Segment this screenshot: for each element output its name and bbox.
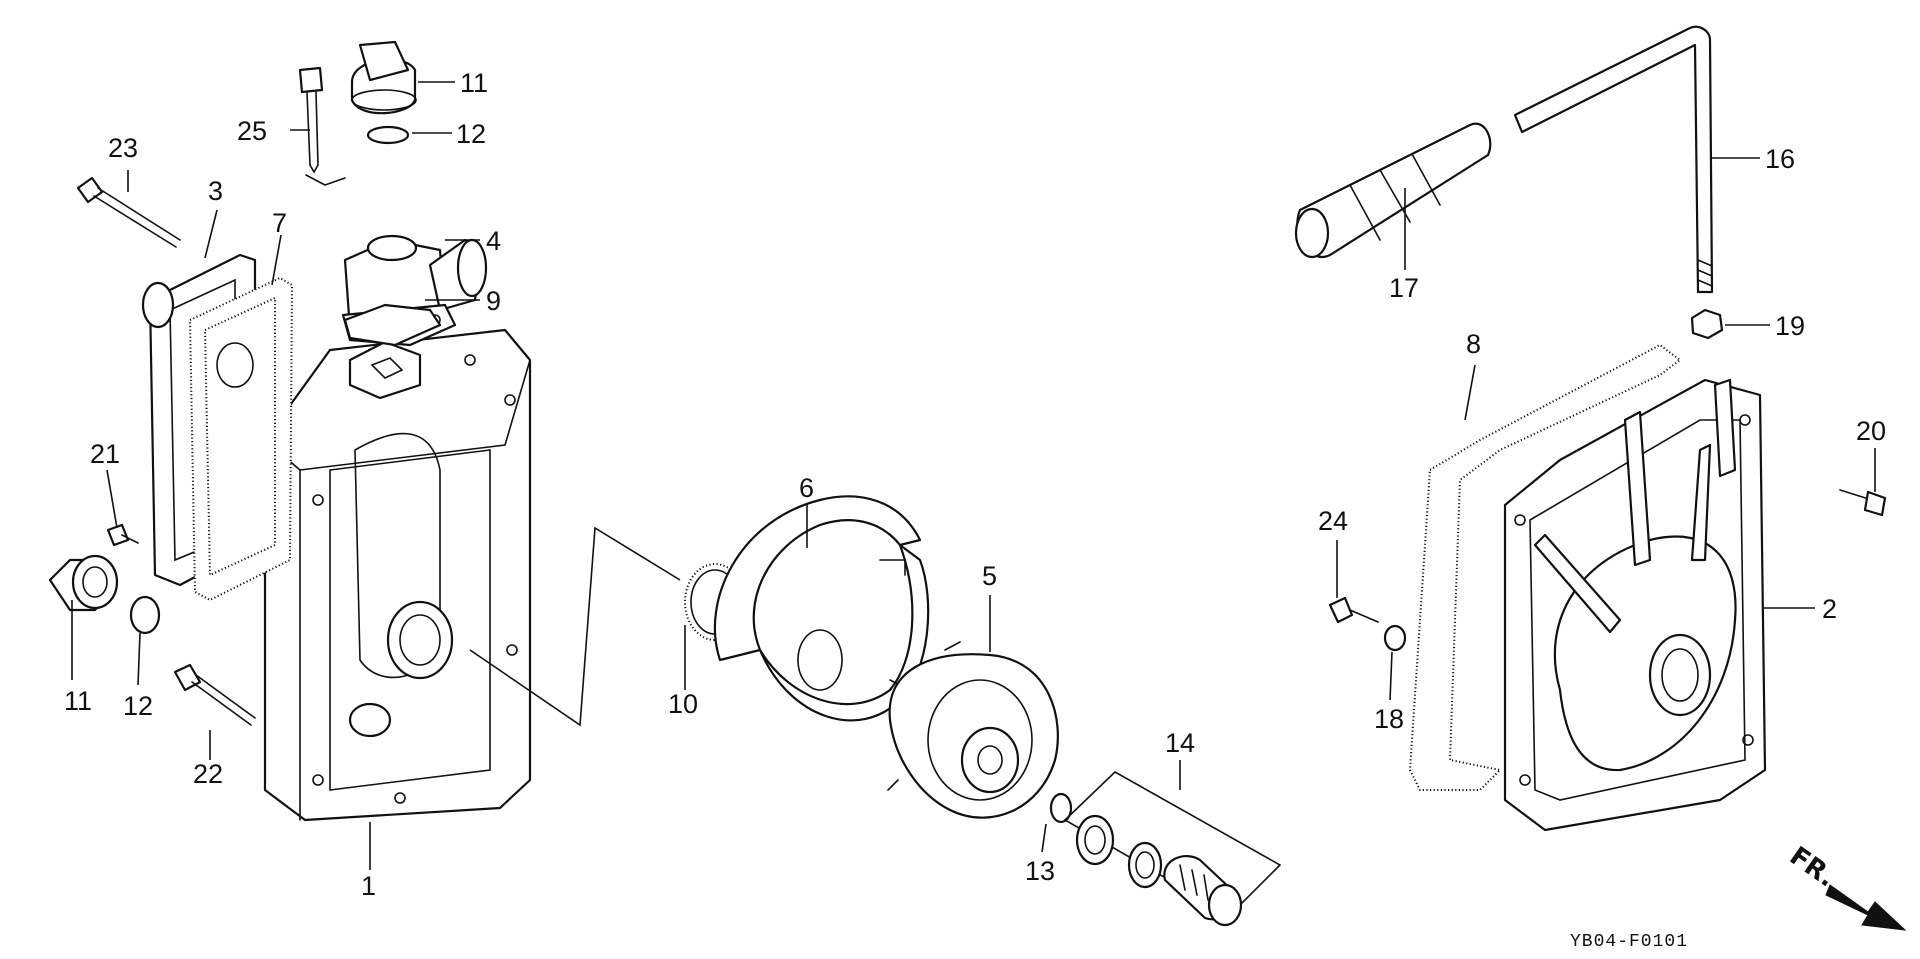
callout-11a: 11 (460, 68, 488, 98)
front-direction-marker: FR. (1784, 841, 1907, 931)
washer-18 (1383, 624, 1407, 652)
nut-19 (1690, 308, 1724, 340)
callout-25: 25 (237, 116, 267, 146)
callout-14: 14 (1165, 728, 1195, 758)
handle-rod (1513, 25, 1714, 294)
front-arrow-icon (1825, 884, 1907, 931)
callout-3: 3 (208, 176, 223, 206)
handle-grip (1294, 122, 1492, 259)
fitting-gasket (343, 303, 442, 347)
impeller (887, 641, 1059, 819)
o-ring-top (366, 125, 410, 145)
pump-cover (1503, 378, 1767, 832)
callout-10: 10 (668, 689, 698, 719)
gasket-port (216, 342, 254, 388)
callout-21: 21 (90, 439, 120, 469)
callout-11b: 11 (64, 686, 92, 716)
callout-12b: 12 (123, 691, 153, 721)
callout-20: 20 (1856, 416, 1886, 446)
callout-23: 23 (108, 133, 138, 163)
callout-18: 18 (1374, 704, 1404, 734)
bolt-24 (1328, 596, 1379, 624)
callout-4: 4 (486, 226, 501, 256)
fill-cap-top (350, 40, 417, 115)
callout-19: 19 (1775, 311, 1805, 341)
o-ring-bottom (129, 595, 161, 635)
bolt-25 (298, 66, 346, 186)
bolt-22 (173, 663, 256, 726)
washer-13 (1049, 792, 1073, 824)
callout-labels: 11 12 25 23 3 7 4 9 21 11 12 22 1 10 6 5… (64, 68, 1886, 901)
leader-lines (71, 81, 1876, 870)
front-label: FR. (1784, 841, 1841, 893)
callout-12a: 12 (456, 119, 486, 149)
bolt-23 (76, 176, 181, 248)
bolt-21 (106, 523, 139, 547)
diagram-code: YB04-F0101 (1570, 932, 1688, 952)
callout-9: 9 (486, 286, 501, 316)
drain-plug (48, 554, 119, 612)
bolt-20 (1839, 489, 1887, 517)
volute-ring (713, 495, 930, 722)
callout-13: 13 (1025, 856, 1055, 886)
callout-6: 6 (799, 473, 814, 503)
callout-7: 7 (272, 208, 287, 238)
callout-8: 8 (1466, 329, 1481, 359)
callout-17: 17 (1389, 273, 1419, 303)
callout-2: 2 (1822, 594, 1837, 624)
callout-22: 22 (193, 759, 223, 789)
cover-gasket (1408, 343, 1682, 791)
callout-16: 16 (1765, 144, 1795, 174)
mechanical-seal (1063, 771, 1282, 927)
callout-5: 5 (982, 561, 997, 591)
inspection-gasket (188, 276, 294, 602)
pump-casing (263, 328, 532, 822)
callout-1: 1 (361, 871, 376, 901)
callout-24: 24 (1318, 506, 1348, 536)
